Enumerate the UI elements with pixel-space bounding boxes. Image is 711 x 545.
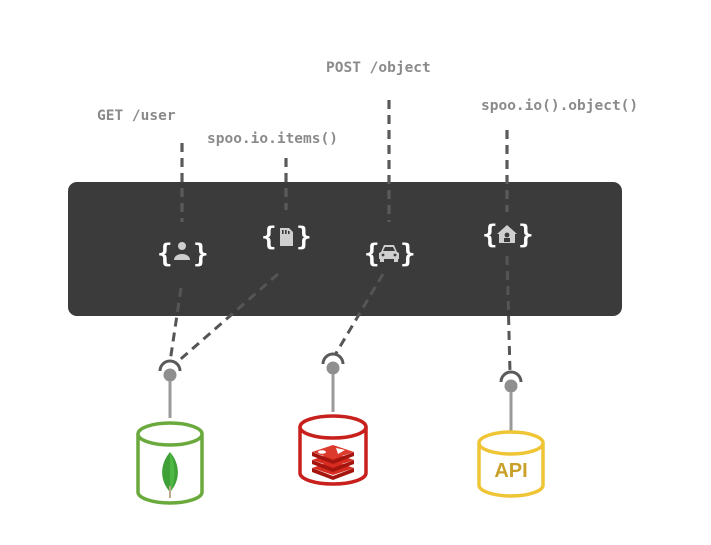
label-get-user: GET /user [97,108,176,124]
open-brace: { [261,222,277,252]
close-brace: } [193,239,209,269]
user-icon [174,242,190,260]
node-object: { } [364,239,416,269]
connector-user-to-mongo [168,287,183,363]
house-icon [497,225,517,243]
label-items: spoo.io.items() [207,131,338,147]
connector-home-to-api [505,255,512,373]
open-brace: { [157,239,173,269]
label-object-fn: spoo.io().object() [481,98,638,114]
mongodb-database [136,421,204,505]
connector-object-to-redis [333,273,385,356]
close-brace: } [400,239,416,269]
service-panel [68,182,622,316]
api-service: API [477,430,545,498]
open-brace: { [364,239,380,269]
node-items: { } [261,222,312,252]
close-brace: } [296,222,312,252]
redis-logo-icon [312,445,354,480]
connector-items-to-mongo [174,272,279,366]
close-brace: } [518,220,534,250]
socket-api [499,370,523,431]
mongodb-leaf-icon [162,452,178,498]
open-brace: { [482,220,498,250]
car-icon [379,245,399,262]
node-home: { } [482,220,534,250]
api-label: API [494,460,527,482]
sd-card-icon [280,228,293,246]
redis-database [298,414,368,486]
socket-mongo [158,359,182,418]
label-post-object: POST /object [326,60,431,76]
socket-redis [321,352,345,412]
node-user: { } [157,239,209,269]
